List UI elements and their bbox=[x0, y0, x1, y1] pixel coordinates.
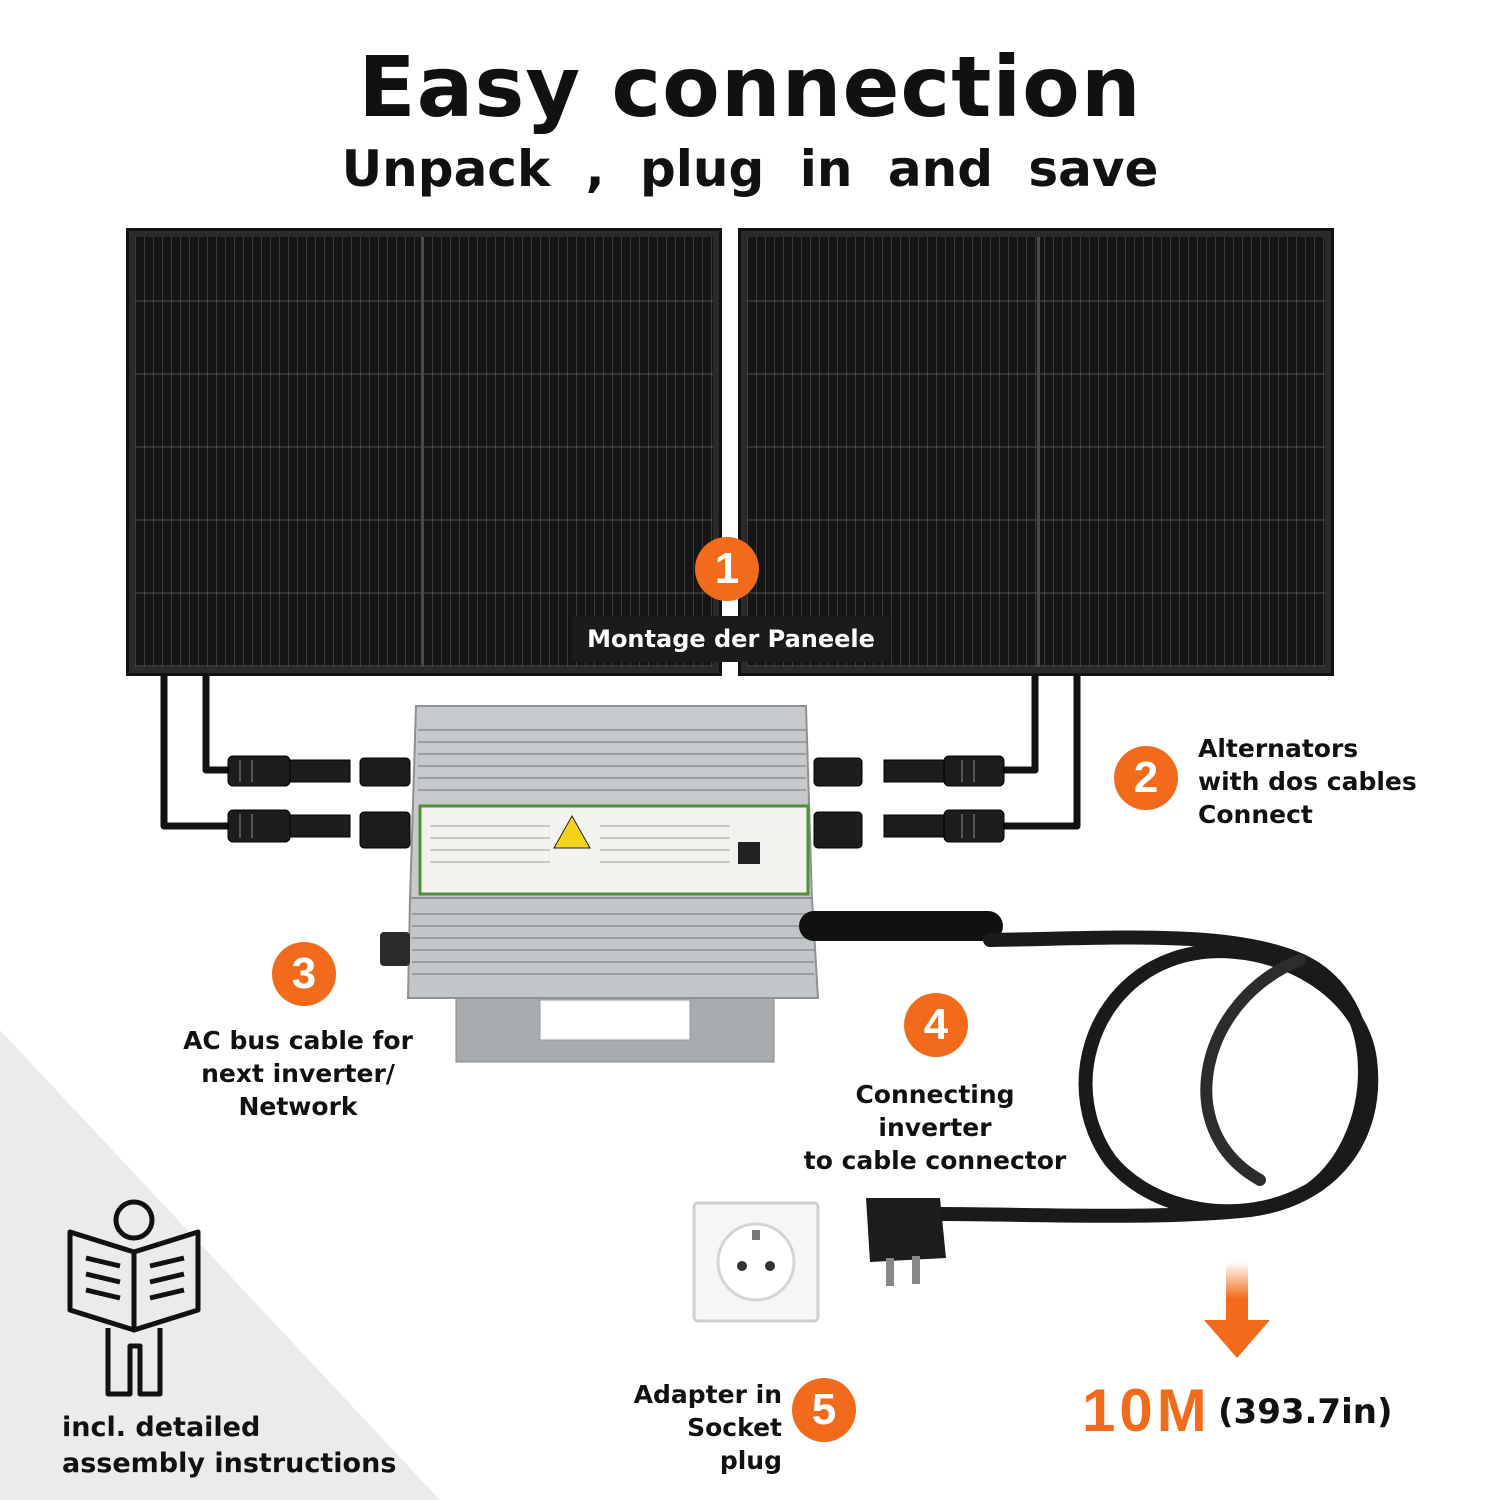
step-3-badge: 3 bbox=[272, 942, 336, 1006]
step-4-badge: 4 bbox=[904, 993, 968, 1057]
page-title: Easy connection bbox=[358, 38, 1142, 136]
solar-panel-left bbox=[126, 228, 722, 676]
step-4-label: Connecting inverter to cable connector bbox=[803, 1080, 1067, 1175]
manual-label: incl. detailed assembly instructions bbox=[62, 1412, 397, 1479]
schuko-plug-icon bbox=[866, 1198, 946, 1286]
wall-socket-icon bbox=[692, 1201, 820, 1323]
cable-length-value: 10M bbox=[1082, 1377, 1211, 1444]
step-2-label: Alternators with dos cables Connect bbox=[1198, 734, 1417, 829]
reading-person-icon bbox=[67, 1199, 201, 1397]
mc4-connectors bbox=[227, 755, 1005, 849]
step-3-label: AC bus cable for next inverter/ Network bbox=[183, 1026, 413, 1121]
step-2-badge: 2 bbox=[1114, 746, 1178, 810]
page-subtitle: Unpack , plug in and save bbox=[341, 140, 1159, 198]
solar-panel-right bbox=[738, 228, 1334, 676]
down-arrow-icon bbox=[1204, 1262, 1270, 1358]
micro-inverter bbox=[380, 705, 820, 1063]
step-5-badge: 5 bbox=[792, 1378, 856, 1442]
step-5-label: Adapter in Socket plug bbox=[633, 1380, 782, 1475]
step-1-badge: 1 bbox=[695, 537, 759, 601]
step-1-label: Montage der Paneele bbox=[572, 616, 890, 662]
cable-length-imperial: (393.7in) bbox=[1218, 1392, 1393, 1432]
